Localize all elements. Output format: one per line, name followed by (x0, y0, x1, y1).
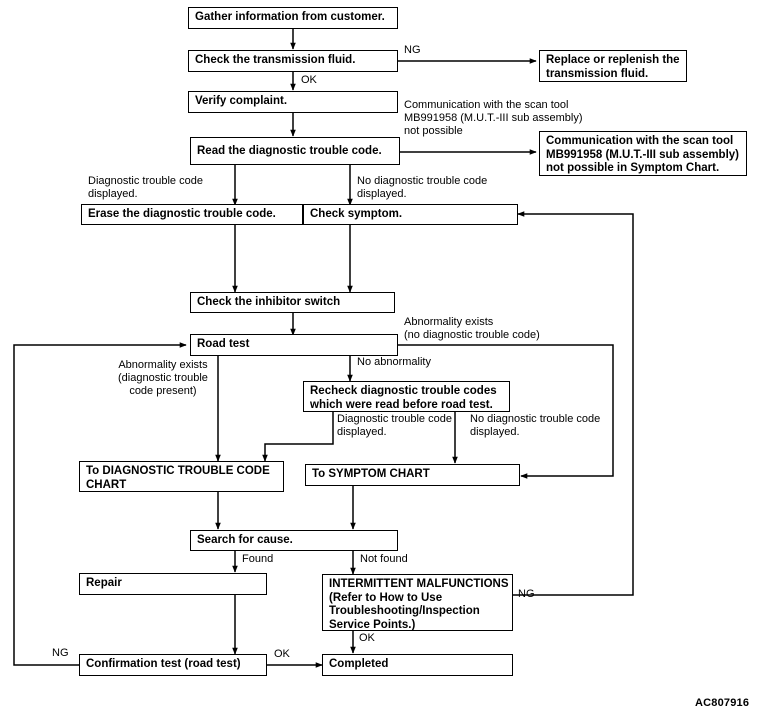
node-verify-complaint[interactable]: Verify complaint. (188, 91, 398, 113)
node-communication-not-possible-symptom-chart[interactable]: Communication with the scan tool MB99195… (539, 131, 747, 176)
node-completed[interactable]: Completed (322, 654, 513, 676)
node-confirmation-test[interactable]: Confirmation test (road test) (79, 654, 267, 676)
edge-label-found: Found (242, 553, 274, 565)
node-gather-information[interactable]: Gather information from customer. (188, 7, 398, 29)
node-intermittent-malfunctions[interactable]: INTERMITTENT MALFUNCTIONS (Refer to How … (322, 574, 513, 631)
node-replace-transmission-fluid[interactable]: Replace or replenish the transmission fl… (539, 50, 687, 82)
edge-label-ng-intermittent: NG (518, 588, 535, 600)
node-check-symptom[interactable]: Check symptom. (303, 204, 518, 225)
edge-label-not-found: Not found (360, 553, 408, 565)
edge-label-communication-note: Communication with the scan tool MB99195… (404, 99, 583, 137)
edge-label-recheck-dtc-displayed: Diagnostic trouble code displayed. (337, 413, 452, 438)
node-repair[interactable]: Repair (79, 573, 267, 595)
edge-label-ok-intermittent: OK (359, 632, 375, 644)
edge-label-no-abnormality: No abnormality (357, 356, 431, 368)
edge-label-ng-fluid: NG (404, 44, 421, 56)
edge-label-dtc-displayed-left: Diagnostic trouble code displayed. (88, 175, 203, 200)
node-check-transmission-fluid[interactable]: Check the transmission fluid. (188, 50, 398, 72)
edge-label-ok-confirmation: OK (274, 648, 290, 660)
edge-label-no-dtc-displayed-right: No diagnostic trouble code displayed. (357, 175, 488, 200)
node-to-symptom-chart[interactable]: To SYMPTOM CHART (305, 464, 520, 486)
edge-label-abnormality-exists-no-dtc: Abnormality exists (no diagnostic troubl… (404, 316, 540, 341)
node-read-diagnostic-trouble-code[interactable]: Read the diagnostic trouble code. (190, 137, 400, 165)
edge-label-recheck-no-dtc-displayed: No diagnostic trouble code displayed. (470, 413, 601, 438)
edge-label-ok-fluid: OK (301, 74, 317, 86)
node-recheck-diagnostic-trouble-codes[interactable]: Recheck diagnostic trouble codes which w… (303, 381, 510, 412)
reference-code: AC807916 (695, 697, 750, 709)
edge-label-abnormality-exists-dtc-present: Abnormality exists (diagnostic trouble c… (118, 359, 208, 397)
edge-label-ng-confirmation: NG (52, 647, 69, 659)
node-road-test[interactable]: Road test (190, 334, 398, 356)
node-erase-diagnostic-trouble-code[interactable]: Erase the diagnostic trouble code. (81, 204, 303, 225)
node-search-for-cause[interactable]: Search for cause. (190, 530, 398, 551)
node-to-diagnostic-trouble-code-chart[interactable]: To DIAGNOSTIC TROUBLE CODE CHART (79, 461, 284, 492)
node-check-inhibitor-switch[interactable]: Check the inhibitor switch (190, 292, 395, 313)
